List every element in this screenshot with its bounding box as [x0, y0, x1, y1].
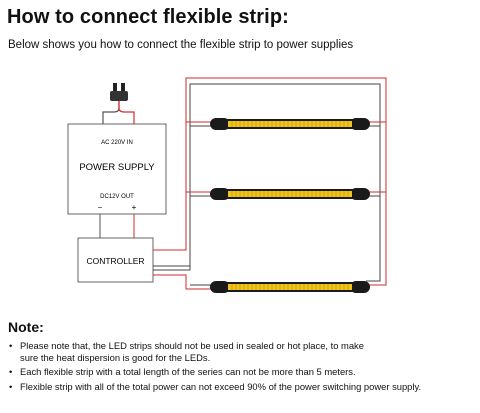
bullet-icon: •: [9, 380, 13, 392]
note-text: Please note that, the LED strips should …: [20, 340, 364, 363]
bullet-icon: •: [9, 366, 13, 377]
ac-plug-icon: [102, 83, 135, 124]
power-supply-output-label: DC12V OUT: [100, 194, 134, 200]
led-strips: [210, 118, 370, 293]
note-text: Flexible strip with all of the total pow…: [20, 380, 422, 392]
note-text: Each flexible strip with a total length …: [20, 366, 356, 377]
led-strip: [210, 188, 370, 200]
power-supply-box: [67, 123, 167, 215]
controller-name: CONTROLLER: [86, 256, 144, 266]
power-supply-minus: −: [98, 203, 103, 212]
note-item: • Flexible strip with all of the total p…: [8, 381, 473, 393]
note-heading: Note:: [8, 319, 44, 335]
page-title: How to connect flexible strip:: [7, 6, 289, 28]
notes-list: • Please note that, the LED strips shoul…: [8, 340, 473, 395]
led-strip: [210, 118, 370, 130]
power-supply-plus: +: [132, 203, 137, 212]
led-strip: [210, 281, 370, 293]
page-subtitle: Below shows you how to connect the flexi…: [8, 39, 354, 51]
bus-wires: [153, 77, 387, 290]
controller-box: [77, 237, 154, 283]
note-item: • Please note that, the LED strips shoul…: [8, 340, 473, 363]
power-supply-input-label: AC 220V IN: [101, 140, 133, 146]
note-item: • Each flexible strip with a total lengt…: [8, 366, 473, 378]
power-supply-name: POWER SUPPLY: [79, 162, 155, 173]
bullet-icon: •: [9, 340, 13, 351]
